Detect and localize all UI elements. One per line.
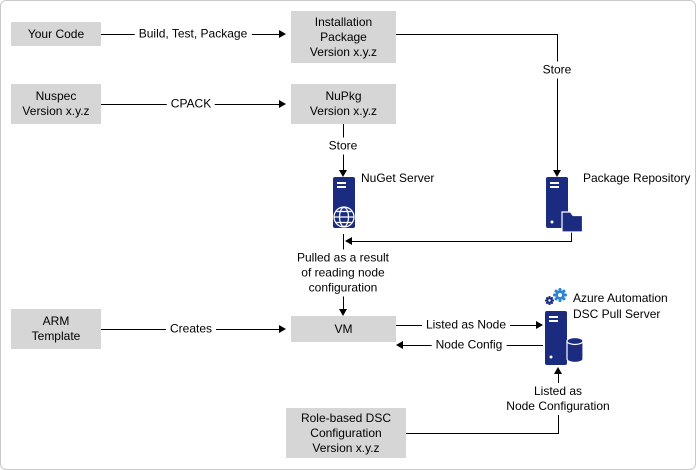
package-repository-icon	[545, 177, 584, 238]
arrowhead-listed-as-node	[536, 321, 543, 329]
box-vm: VM	[291, 316, 396, 342]
connector-repo-stub	[571, 232, 572, 241]
package-repository-label: Package Repository	[583, 171, 691, 185]
edge-label-cpack: CPACK	[166, 95, 216, 113]
connector-repo-to-nuget	[352, 241, 572, 242]
nuget-server-label: NuGet Server	[361, 171, 435, 185]
box-your-code: Your Code	[11, 22, 101, 46]
box-nuspec: Nuspec Version x.y.z	[11, 84, 101, 124]
arrowhead-cpack	[279, 100, 286, 108]
arrowhead-node-config	[396, 341, 403, 349]
edge-label-listed-as-node-config: Listed as Node Configuration	[502, 383, 614, 415]
connector-dsc-config-h	[406, 433, 559, 434]
nuget-server-icon	[330, 177, 358, 238]
arrowhead-repo-to-nuget	[345, 237, 352, 245]
arrowhead-pulled-vm	[339, 309, 347, 316]
automation-gear-icon	[545, 287, 569, 309]
arrowhead-dsc-config	[554, 367, 562, 374]
box-role-dsc: Role-based DSC Configuration Version x.y…	[286, 408, 406, 458]
edge-label-listed-as-node: Listed as Node	[421, 316, 511, 334]
edge-label-pulled: Pulled as a result of reading node confi…	[292, 249, 394, 297]
arrowhead-creates	[279, 325, 286, 333]
azure-automation-label: Azure Automation DSC Pull Server	[573, 291, 668, 321]
box-arm-template: ARM Template	[11, 309, 101, 349]
edge-label-store-nupkg: Store	[324, 137, 362, 155]
arrowhead-store-nuget	[339, 170, 347, 177]
arrowhead-build	[279, 30, 286, 38]
dsc-pull-server-icon	[545, 307, 585, 372]
edge-label-build-test-package: Build, Test, Package	[134, 25, 252, 43]
connector-install-store-v	[557, 34, 558, 170]
edge-label-creates: Creates	[165, 320, 217, 338]
arrowhead-store-repo	[553, 170, 561, 177]
edge-label-node-config: Node Config	[431, 336, 507, 354]
connector-install-store-h	[396, 34, 557, 35]
box-nupkg: NuPkg Version x.y.z	[291, 84, 396, 124]
box-installation-package: Installation Package Version x.y.z	[291, 11, 396, 63]
edge-label-store-install: Store	[538, 61, 576, 79]
